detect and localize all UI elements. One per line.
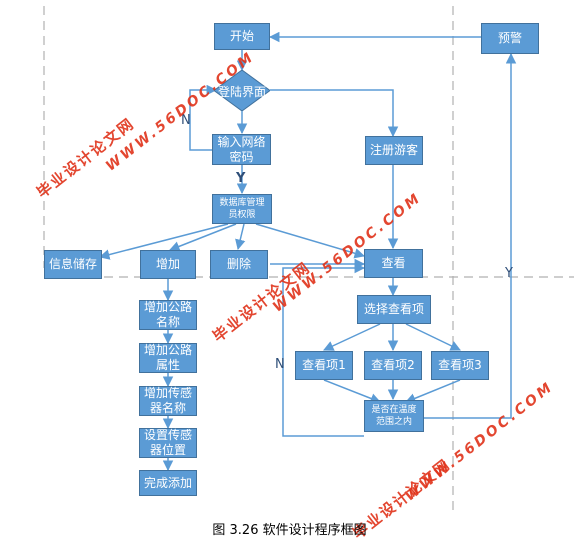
edge-range-n [282,262,366,437]
edge-n-loop [189,84,218,151]
figure-caption: 图 3.26 软件设计程序框图 [212,523,367,538]
select-view-node: 选择查看项 [357,295,431,324]
add-sensor-name-node: 增加传感 器名称 [139,386,197,416]
edge-db-info [98,223,229,260]
info-store-node: 信息储存 [44,250,102,279]
edge-label-n-range: N [275,357,285,372]
dashed-dividers [43,6,574,515]
edge-label-y-input: Y [236,171,246,186]
add-road-attr-node: 增加公路 属性 [139,343,197,373]
flow-lines [98,31,517,472]
view-node: 查看 [364,249,423,278]
add-node: 增加 [140,250,196,279]
view-item-1-node: 查看项1 [295,351,353,380]
add-road-name-node: 增加公路 名称 [139,300,197,330]
edge-db-delete [235,223,246,251]
start-node: 开始 [214,23,270,50]
view-item-2-node: 查看项2 [364,351,422,380]
complete-add-node: 完成添加 [139,470,197,496]
edge-v1-range [323,379,381,404]
delete-node: 删除 [210,250,268,279]
edge-db-add [169,223,237,252]
edge-login-register [270,89,399,138]
edge-range-y [424,52,517,419]
edge-v3-range [405,379,461,404]
login-decision-label: 登陆界面 [217,85,266,99]
edge-select-v1 [323,323,381,351]
input-password-node: 输入网络 密码 [212,134,271,165]
set-sensor-pos-node: 设置传感 器位置 [139,428,197,458]
view-item-3-node: 查看项3 [431,351,489,380]
login-decision [214,70,270,111]
edge-label-y-warning: Y [505,266,513,281]
warning-node: 预警 [481,23,539,54]
edge-label-n-login: N [181,113,191,128]
db-admin-node: 数据库管理 员权限 [212,194,272,224]
edge-select-v3 [405,323,461,351]
register-guest-node: 注册游客 [365,136,423,165]
in-range-node: 是否在温度 范围之内 [364,400,424,432]
edge-db-view [255,223,366,259]
